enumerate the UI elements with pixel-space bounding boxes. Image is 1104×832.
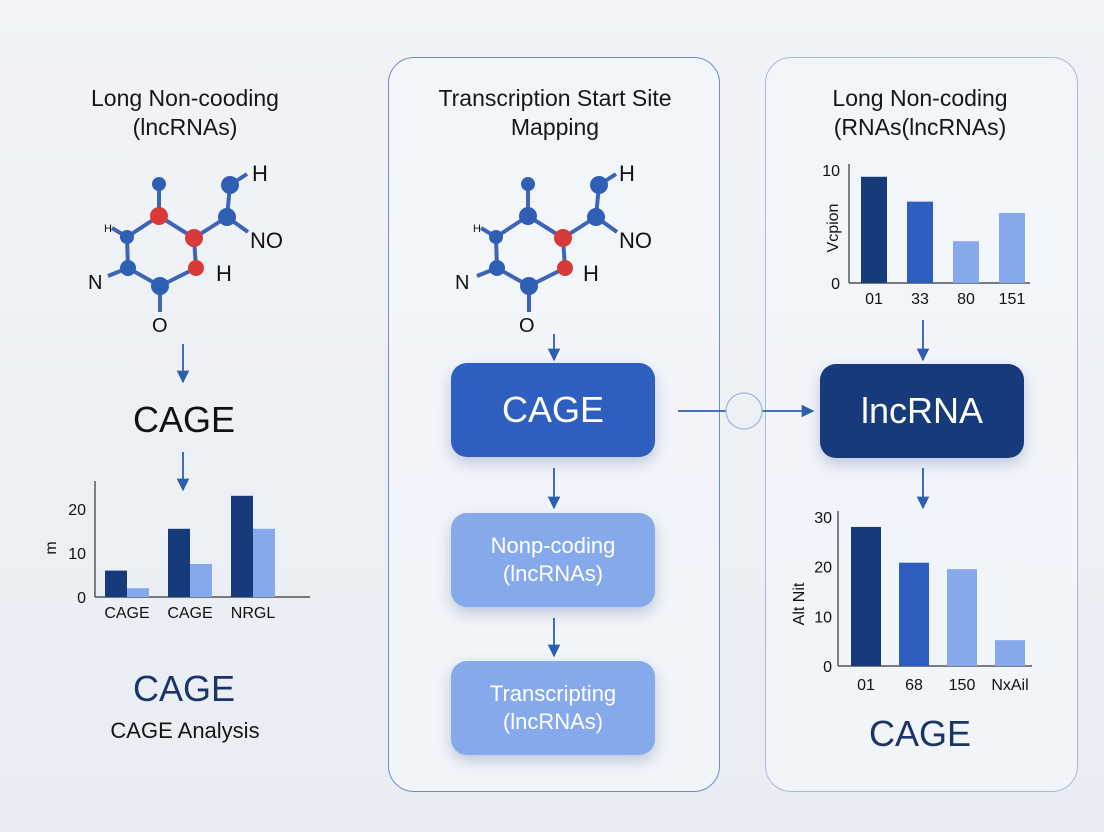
mol-mid-h-small: H [473,223,481,235]
noncoding-box: Nonp-coding (lncRNAs) [451,513,655,607]
y-axis-label: Vcpion [825,204,842,253]
x-tick-label: 151 [999,291,1026,308]
mol-mid-o: O [519,315,535,337]
mol-left-h-small: H [104,223,112,235]
bar [953,241,979,283]
x-tick-label: 80 [957,291,975,308]
y-axis-label: Alt Nit [791,582,808,625]
y-tick-label: 10 [68,546,86,563]
x-tick-label: CAGE [167,605,212,622]
bar [253,528,275,597]
mol-left-h-mid: H [216,261,232,286]
y-tick-label: 10 [814,609,832,626]
mol-left-h-top: H [252,161,268,186]
left-cage-label: CAGE [132,399,236,440]
bar [851,526,881,666]
bar [907,201,933,283]
mol-mid-no: NO [619,228,652,253]
bar [999,212,1025,283]
right-title: Long Non-coding (RNAs(lncRNAs) [832,85,1008,140]
mol-mid-h-top: H [619,161,635,186]
bar [168,528,190,597]
x-tick-label: CAGE [104,605,149,622]
left-bottom-subtitle: CAGE Analysis [110,718,260,743]
y-tick-label: 20 [814,560,832,577]
cage-box: CAGE [451,363,655,457]
left-bottom-title: CAGE [132,668,236,709]
y-tick-label: 0 [831,276,840,293]
y-tick-label: 0 [77,590,86,607]
x-tick-label: 150 [949,677,976,694]
mol-left-no: NO [250,228,283,253]
y-tick-label: 30 [814,510,832,527]
x-tick-label: NRGL [231,605,276,622]
transcripting-box: Transcripting (lncRNAs) [451,661,655,755]
molecule-left: H H NO N H O [88,161,283,337]
mol-left-n: N [88,272,102,294]
mol-left-o: O [152,315,168,337]
mol-mid-n: N [455,272,469,294]
x-tick-label: 01 [865,291,883,308]
bar [995,640,1025,666]
bar [861,176,887,283]
bar [231,495,253,597]
x-tick-label: NxAil [991,677,1028,694]
y-tick-label: 10 [822,163,840,180]
y-axis-label: m [43,541,60,554]
middle-title: Transcription Start Site Mapping [438,85,672,140]
right-bottom-label: CAGE [868,713,972,754]
y-tick-label: 20 [68,502,86,519]
bar [127,588,149,597]
connector-node [725,392,763,430]
bar [947,569,977,666]
x-tick-label: 01 [857,677,875,694]
bar [190,564,212,597]
mol-mid-h-mid: H [583,261,599,286]
x-tick-label: 33 [911,291,929,308]
y-tick-label: 0 [823,659,832,676]
left-title: Long Non-cooding (lncRNAs) [91,85,279,140]
bar [105,570,127,597]
molecule-middle: H H NO N H O [455,161,652,337]
x-tick-label: 68 [905,677,923,694]
bar [899,562,929,666]
lncrna-box: lncRNA [820,364,1024,458]
